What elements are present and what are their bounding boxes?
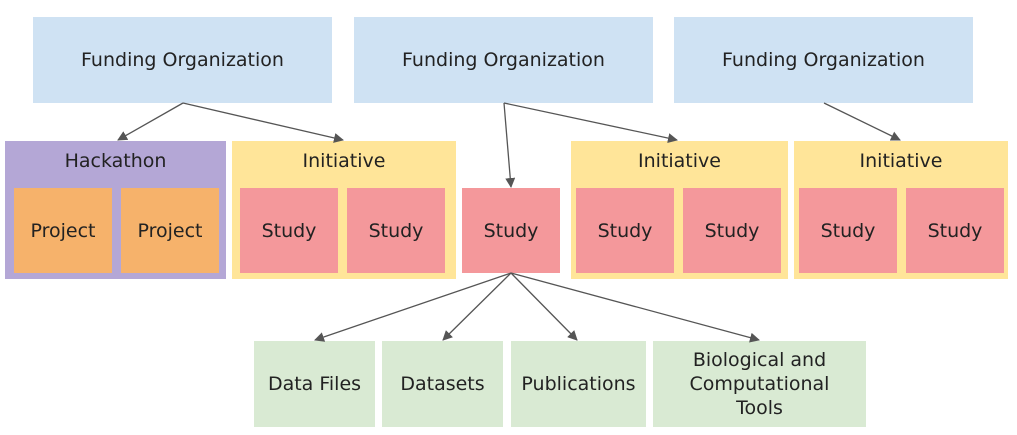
- arrow-study-publications: [510, 272, 578, 341]
- arrow-funder3-initiative3: [823, 102, 901, 141]
- arrow-study-datasets: [442, 272, 512, 341]
- arrow-funder2-initiative2: [503, 102, 678, 144]
- arrow-funder1-initiative1: [182, 102, 344, 143]
- arrow-funder2-study: [503, 102, 516, 188]
- arrow-study-datafiles: [314, 272, 512, 342]
- arrow-study-tools: [510, 272, 760, 343]
- arrow-funder1-hackathon: [117, 102, 184, 141]
